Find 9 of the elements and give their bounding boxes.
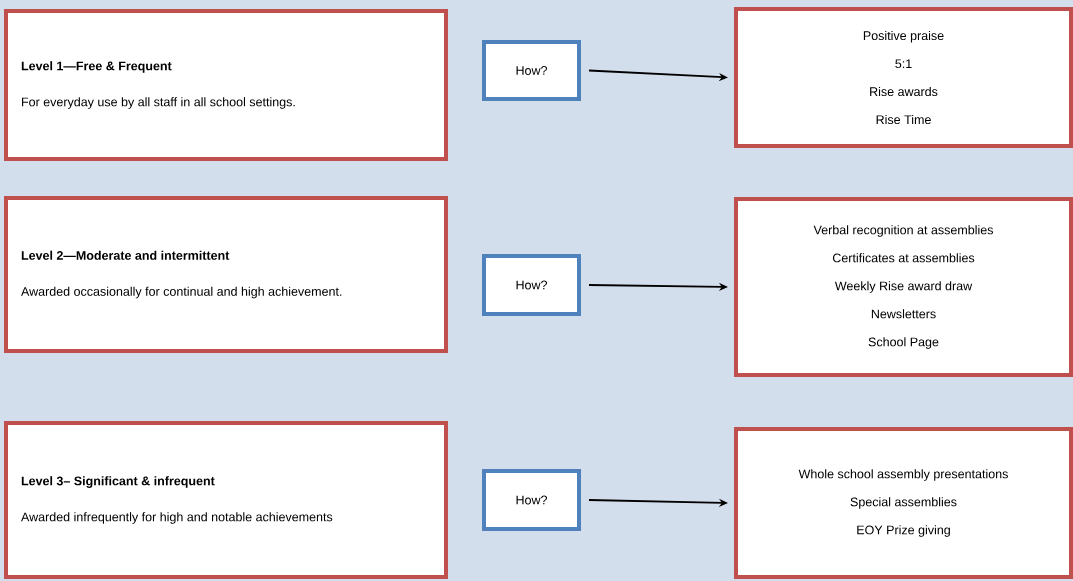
level-box: Level 1—Free & Frequent For everyday use by all staff in all school settings.: [4, 9, 448, 161]
question-box: How?: [482, 469, 581, 531]
level-box: Level 2—Moderate and intermittent Awarded occasionally for continual and high achievement.: [4, 196, 448, 353]
method-box: Whole school assembly presentations Special assemblies EOY Prize giving: [734, 427, 1073, 579]
question-box: How?: [482, 40, 581, 101]
question-box: How?: [482, 254, 581, 316]
level-box: Level 3– Significant & infrequent Awarded infrequently for high and notable achievements: [4, 421, 448, 579]
method-box: Positive praise 5:1 Rise awards Rise Time: [734, 7, 1073, 148]
method-box: Verbal recognition at assemblies Certificates at assemblies Weekly Rise award draw Newsletters School Page: [734, 197, 1073, 377]
